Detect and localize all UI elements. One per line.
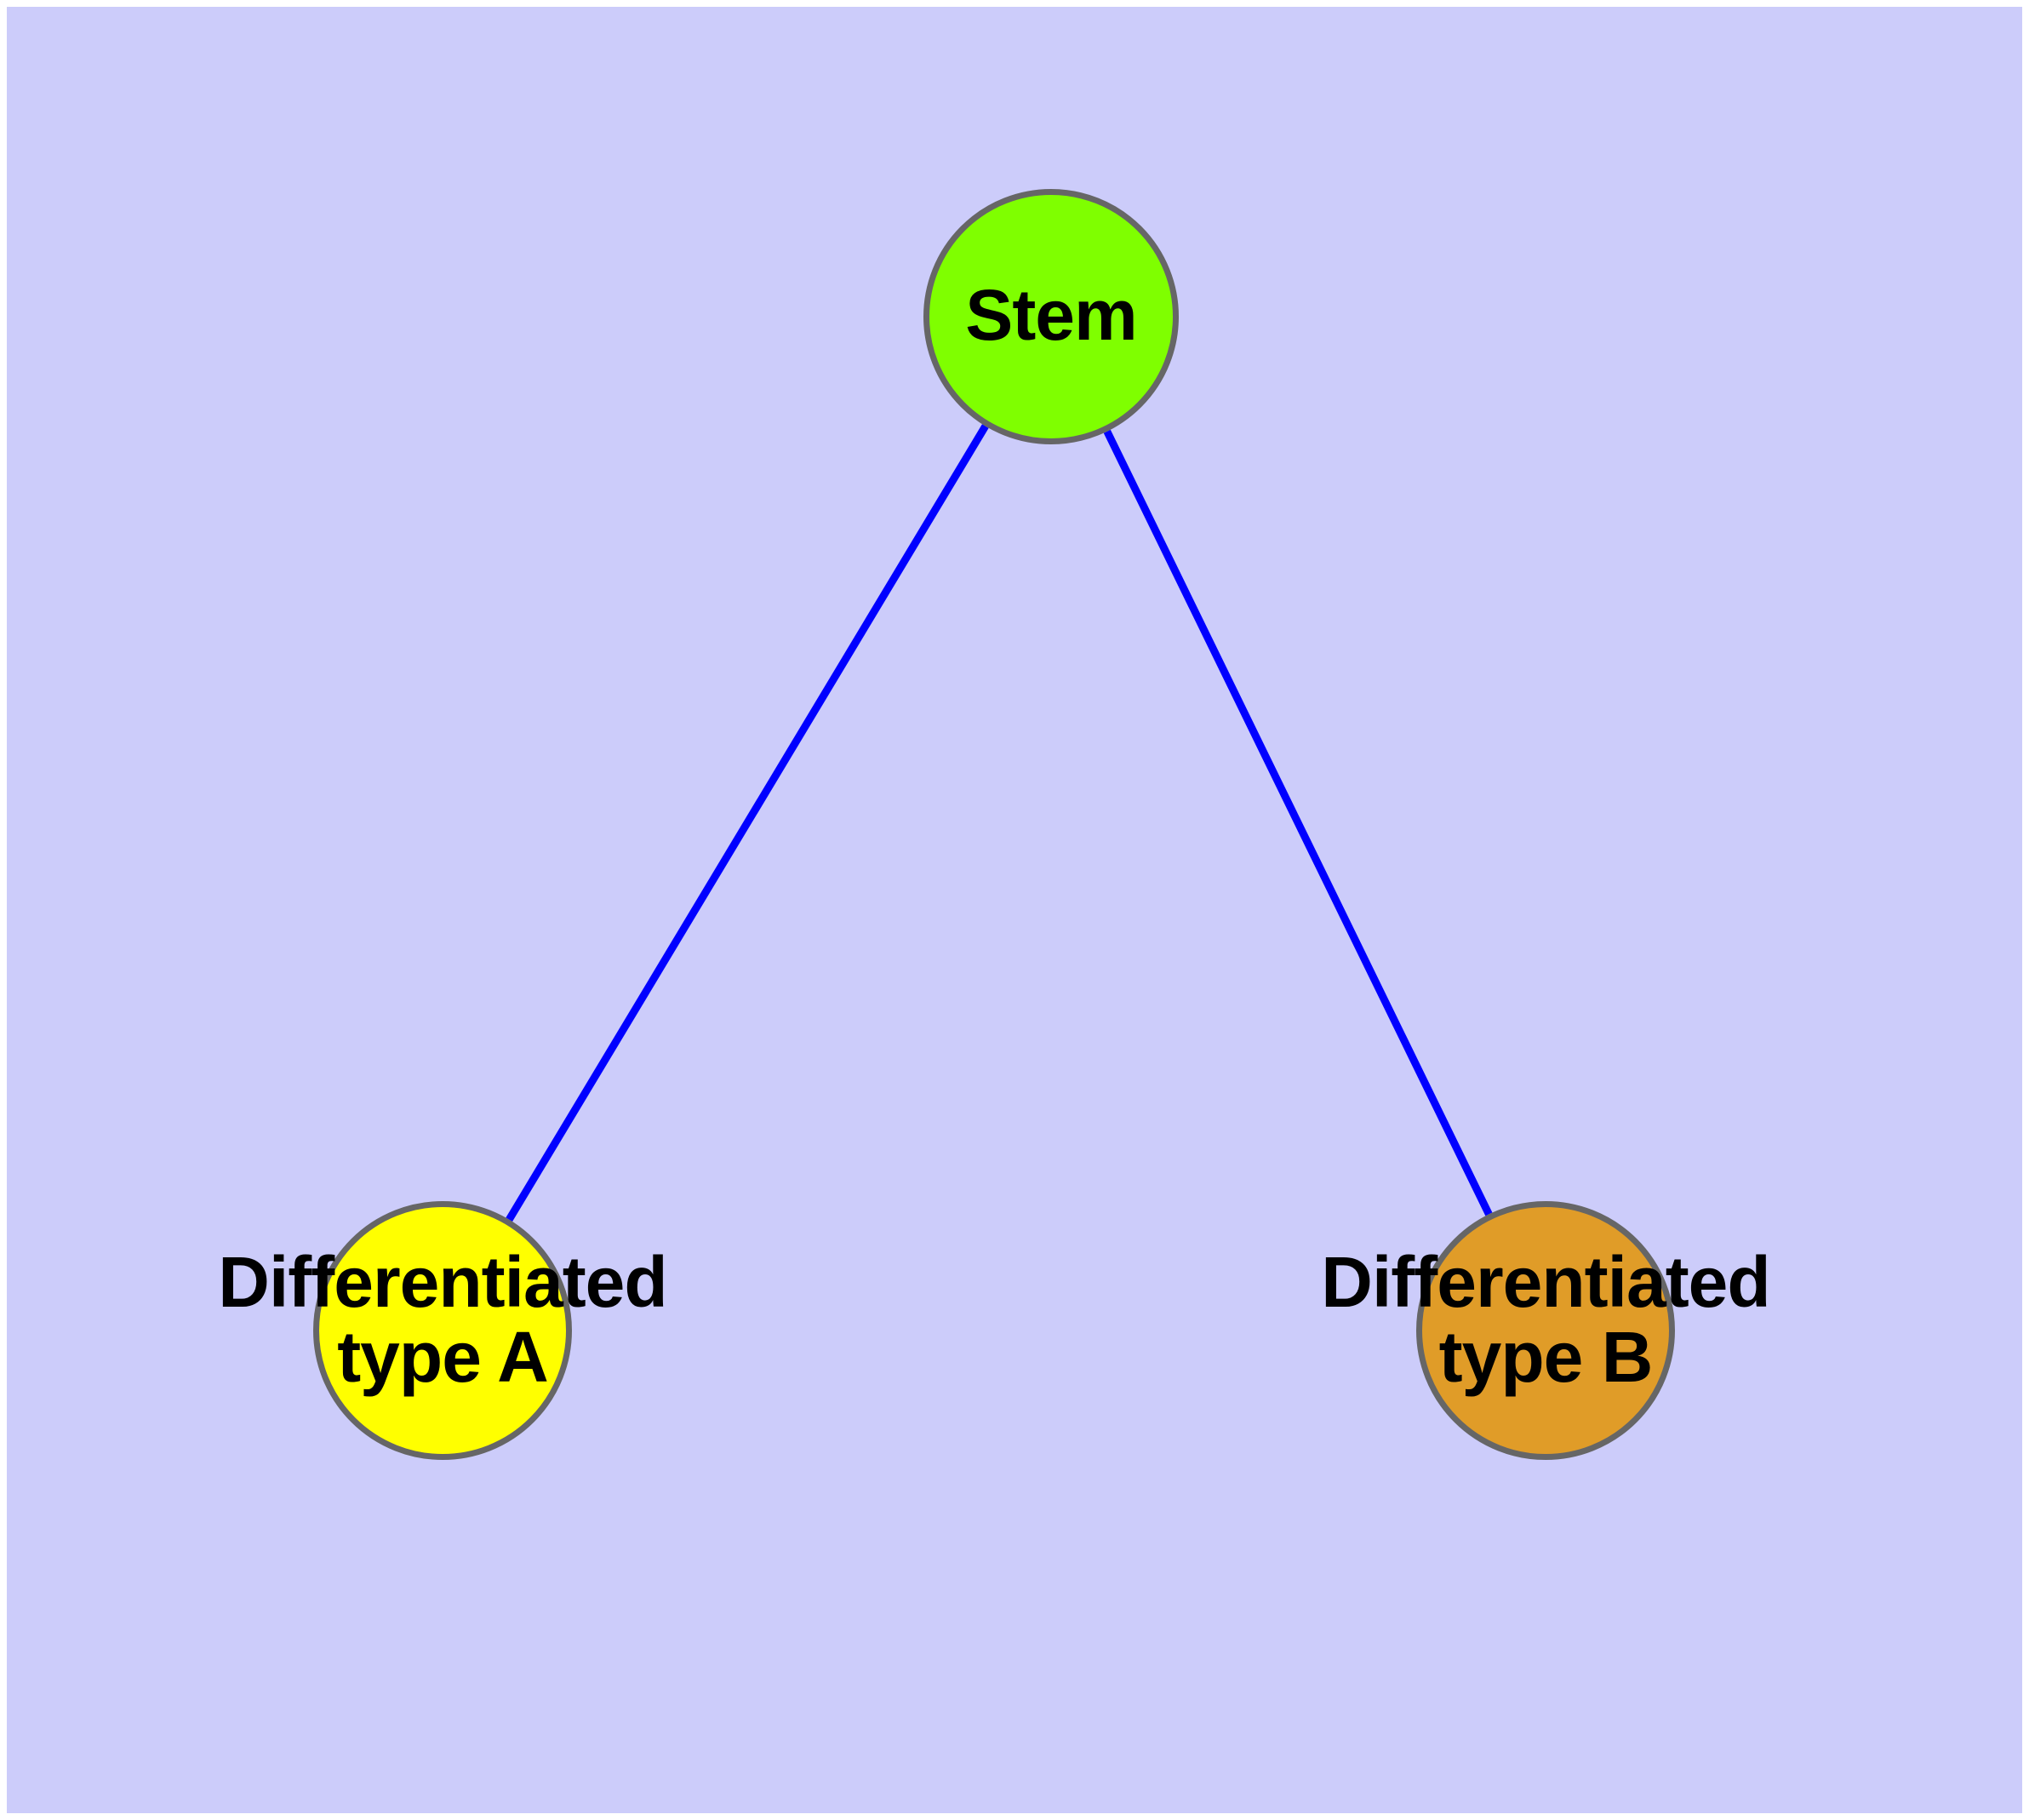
node-differentiated-type-a[interactable]	[313, 1201, 572, 1460]
node-differentiated-type-b[interactable]	[1416, 1201, 1675, 1460]
edge-stem-to-differentiated-type-b	[1103, 429, 1493, 1216]
edge-layer	[506, 424, 1493, 1222]
node-stem[interactable]	[923, 189, 1179, 444]
node-layer	[313, 189, 1675, 1460]
edge-stem-to-differentiated-type-a	[506, 424, 989, 1222]
